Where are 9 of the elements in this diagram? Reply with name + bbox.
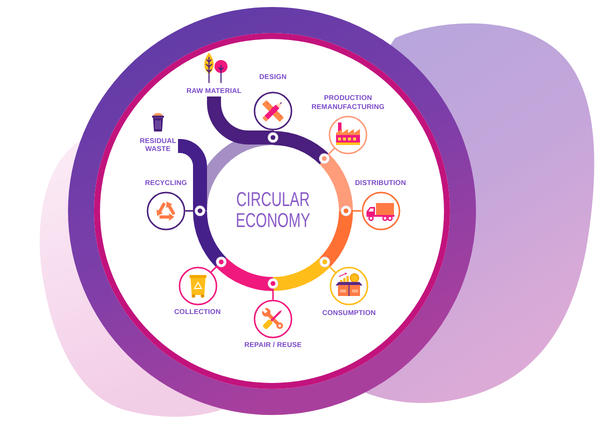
connector-line — [185, 206, 206, 216]
flow-band — [207, 96, 273, 144]
connector-line — [268, 130, 278, 143]
connector-line — [320, 256, 336, 273]
center-title: CIRCULAR ECONOMY — [234, 190, 312, 232]
connector-line — [340, 206, 362, 216]
connector-line — [210, 256, 226, 272]
connector-line — [318, 148, 336, 164]
connector-line — [268, 278, 278, 300]
